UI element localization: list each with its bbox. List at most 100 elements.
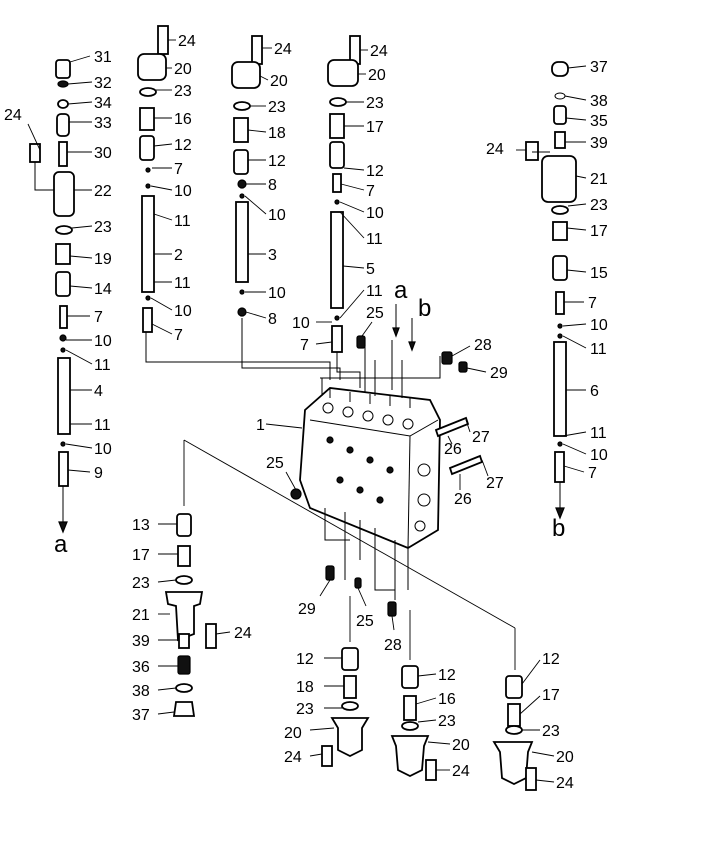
label-20: 20 — [452, 737, 470, 754]
label-31: 31 — [94, 49, 112, 66]
label-28: 28 — [474, 337, 492, 354]
label-39: 39 — [132, 633, 150, 650]
lower-middle-assembly — [321, 647, 370, 767]
label-11: 11 — [94, 417, 111, 434]
label-22: 22 — [94, 183, 112, 200]
label-34: 34 — [94, 95, 112, 112]
label-23: 23 — [268, 99, 286, 116]
label-26: 26 — [444, 441, 462, 458]
label-24: 24 — [452, 763, 470, 780]
label-11: 11 — [590, 341, 607, 358]
label-10: 10 — [94, 441, 112, 458]
label-10: 10 — [94, 333, 112, 350]
label-27: 27 — [472, 429, 490, 446]
label-24: 24 — [274, 41, 292, 58]
label-11: 11 — [174, 275, 191, 292]
label-20: 20 — [174, 61, 192, 78]
leader-lines — [27, 39, 587, 783]
label-16: 16 — [174, 111, 192, 128]
label-2: 2 — [174, 247, 183, 264]
label-10: 10 — [590, 447, 608, 464]
label-24: 24 — [486, 141, 504, 158]
lower-center-assembly — [390, 665, 437, 781]
label-11: 11 — [94, 357, 111, 374]
connector-b-body: b — [418, 295, 431, 322]
label-7: 7 — [174, 327, 183, 344]
label-23: 23 — [132, 575, 150, 592]
label-7: 7 — [174, 161, 183, 178]
label-23: 23 — [366, 95, 384, 112]
label-7: 7 — [366, 183, 375, 200]
label-11: 11 — [174, 213, 191, 230]
label-8: 8 — [268, 177, 277, 194]
label-11: 11 — [366, 231, 383, 248]
column-right — [525, 61, 577, 520]
column-left — [29, 59, 75, 534]
label-12: 12 — [174, 137, 192, 154]
label-24: 24 — [234, 625, 252, 642]
label-23: 23 — [174, 83, 192, 100]
label-12: 12 — [542, 651, 560, 668]
label-25: 25 — [356, 613, 374, 630]
label-17: 17 — [366, 119, 384, 136]
label-20: 20 — [270, 73, 288, 90]
label-12: 12 — [438, 667, 456, 684]
label-24: 24 — [556, 775, 574, 792]
label-23: 23 — [296, 701, 314, 718]
label-24: 24 — [284, 749, 302, 766]
label-37: 37 — [590, 59, 608, 76]
label-10: 10 — [174, 183, 192, 200]
label-7: 7 — [588, 465, 597, 482]
label-4: 4 — [94, 383, 103, 400]
label-10: 10 — [268, 207, 286, 224]
label-10: 10 — [268, 285, 286, 302]
lower-right-assembly — [492, 675, 537, 791]
label-24: 24 — [4, 107, 22, 124]
label-17: 17 — [132, 547, 150, 564]
label-39: 39 — [590, 135, 608, 152]
label-24: 24 — [178, 33, 196, 50]
connector-a-body: a — [394, 277, 408, 304]
label-33: 33 — [94, 115, 112, 132]
label-21: 21 — [132, 607, 150, 624]
label-23: 23 — [94, 219, 112, 236]
label-6: 6 — [590, 383, 599, 400]
label-24: 24 — [370, 43, 388, 60]
label-10: 10 — [174, 303, 192, 320]
label-27: 27 — [486, 475, 504, 492]
label-11: 11 — [590, 425, 607, 442]
connector-a-left: a — [54, 531, 68, 558]
label-36: 36 — [132, 659, 150, 676]
label-5: 5 — [366, 261, 375, 278]
lower-left-assembly — [164, 513, 217, 717]
label-7: 7 — [300, 337, 309, 354]
label-17: 17 — [590, 223, 608, 240]
label-12: 12 — [268, 153, 286, 170]
label-26: 26 — [454, 491, 472, 508]
label-19: 19 — [94, 251, 112, 268]
label-37: 37 — [132, 707, 150, 724]
label-18: 18 — [296, 679, 314, 696]
label-32: 32 — [94, 75, 112, 92]
part-labels: 31 32 34 33 30 24 22 23 19 14 7 10 11 4 … — [4, 33, 608, 792]
label-23: 23 — [590, 197, 608, 214]
label-9: 9 — [94, 465, 103, 482]
label-7: 7 — [94, 309, 103, 326]
label-20: 20 — [556, 749, 574, 766]
label-7: 7 — [588, 295, 597, 312]
label-12: 12 — [296, 651, 314, 668]
column-2 — [137, 25, 331, 380]
label-17: 17 — [542, 687, 560, 704]
label-11: 11 — [366, 283, 383, 300]
label-1: 1 — [256, 417, 265, 434]
label-18: 18 — [268, 125, 286, 142]
label-12: 12 — [366, 163, 384, 180]
label-10: 10 — [366, 205, 384, 222]
label-25: 25 — [366, 305, 384, 322]
label-20: 20 — [284, 725, 302, 742]
label-28: 28 — [384, 637, 402, 654]
label-3: 3 — [268, 247, 277, 264]
connector-b-right: b — [552, 515, 565, 542]
label-29: 29 — [298, 601, 316, 618]
